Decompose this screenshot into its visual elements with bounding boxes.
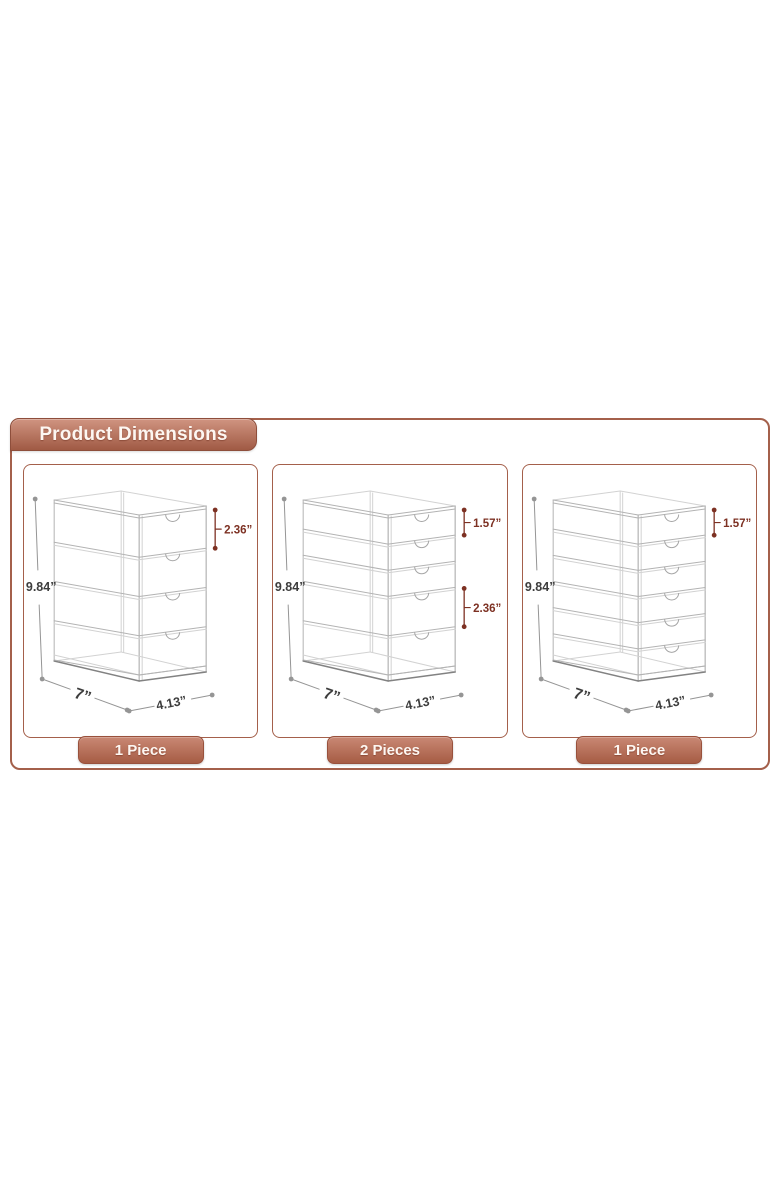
unit-panel-1: 9.84” 7” 4.13” 2.36” [23,464,259,738]
unit-panel-2: 9.84” 7” 4.13” 1.57” 2.36” [272,464,508,738]
drawer-height-dim-label: 1.57” [473,518,501,530]
organizer-5-drawer-diagram: 9.84” 7” 4.13” 1.57” 2.36” [275,490,502,714]
width-dim-label: 4.13” [155,693,188,713]
unit-column-2: 9.84” 7” 4.13” 1.57” 2.36” 2 Pieces [272,464,508,764]
depth-dim-label: 7” [321,685,342,706]
height-dim-label: 9.84” [26,580,57,594]
drawer-height-dim-label: 1.57” [723,518,751,530]
width-dim-label: 4.13” [654,693,687,713]
width-dim-label: 4.13” [404,693,437,713]
piece-count-label-3: 1 Piece [613,741,666,759]
depth-dim-label: 7” [72,685,93,706]
unit-column-3: 9.84” 7” 4.13” 1.57” 1 Piece [521,464,757,764]
product-dimensions-card: Product Dimensions 9.84” 7” 4.13” 2.36” 1 P… [10,418,770,770]
card-title: Product Dimensions [39,423,228,445]
piece-count-badge-1: 1 Piece [77,736,204,764]
unit-panel-3: 9.84” 7” 4.13” 1.57” [521,464,757,738]
unit-column-1: 9.84” 7” 4.13” 2.36” 1 Piece [23,464,259,764]
piece-count-label-1: 1 Piece [114,741,167,759]
organizer-4-drawer-diagram: 9.84” 7” 4.13” 2.36” [26,490,252,714]
piece-count-badge-3: 1 Piece [576,736,703,764]
height-dim-label: 9.84” [525,580,556,594]
depth-dim-label: 7” [571,685,592,706]
piece-count-label-2: 2 Pieces [359,741,421,759]
piece-count-badge-2: 2 Pieces [326,736,453,764]
organizer-6-drawer-diagram: 9.84” 7” 4.13” 1.57” [525,490,751,714]
units-row: 9.84” 7” 4.13” 2.36” 1 Piece 9.84” 7” 4.13” 1.… [23,464,757,764]
drawer-height-dim-label: 2.36” [473,603,501,615]
drawer-height-dim-label: 2.36” [224,524,252,536]
height-dim-label: 9.84” [275,580,306,594]
card-header: Product Dimensions [10,418,257,451]
